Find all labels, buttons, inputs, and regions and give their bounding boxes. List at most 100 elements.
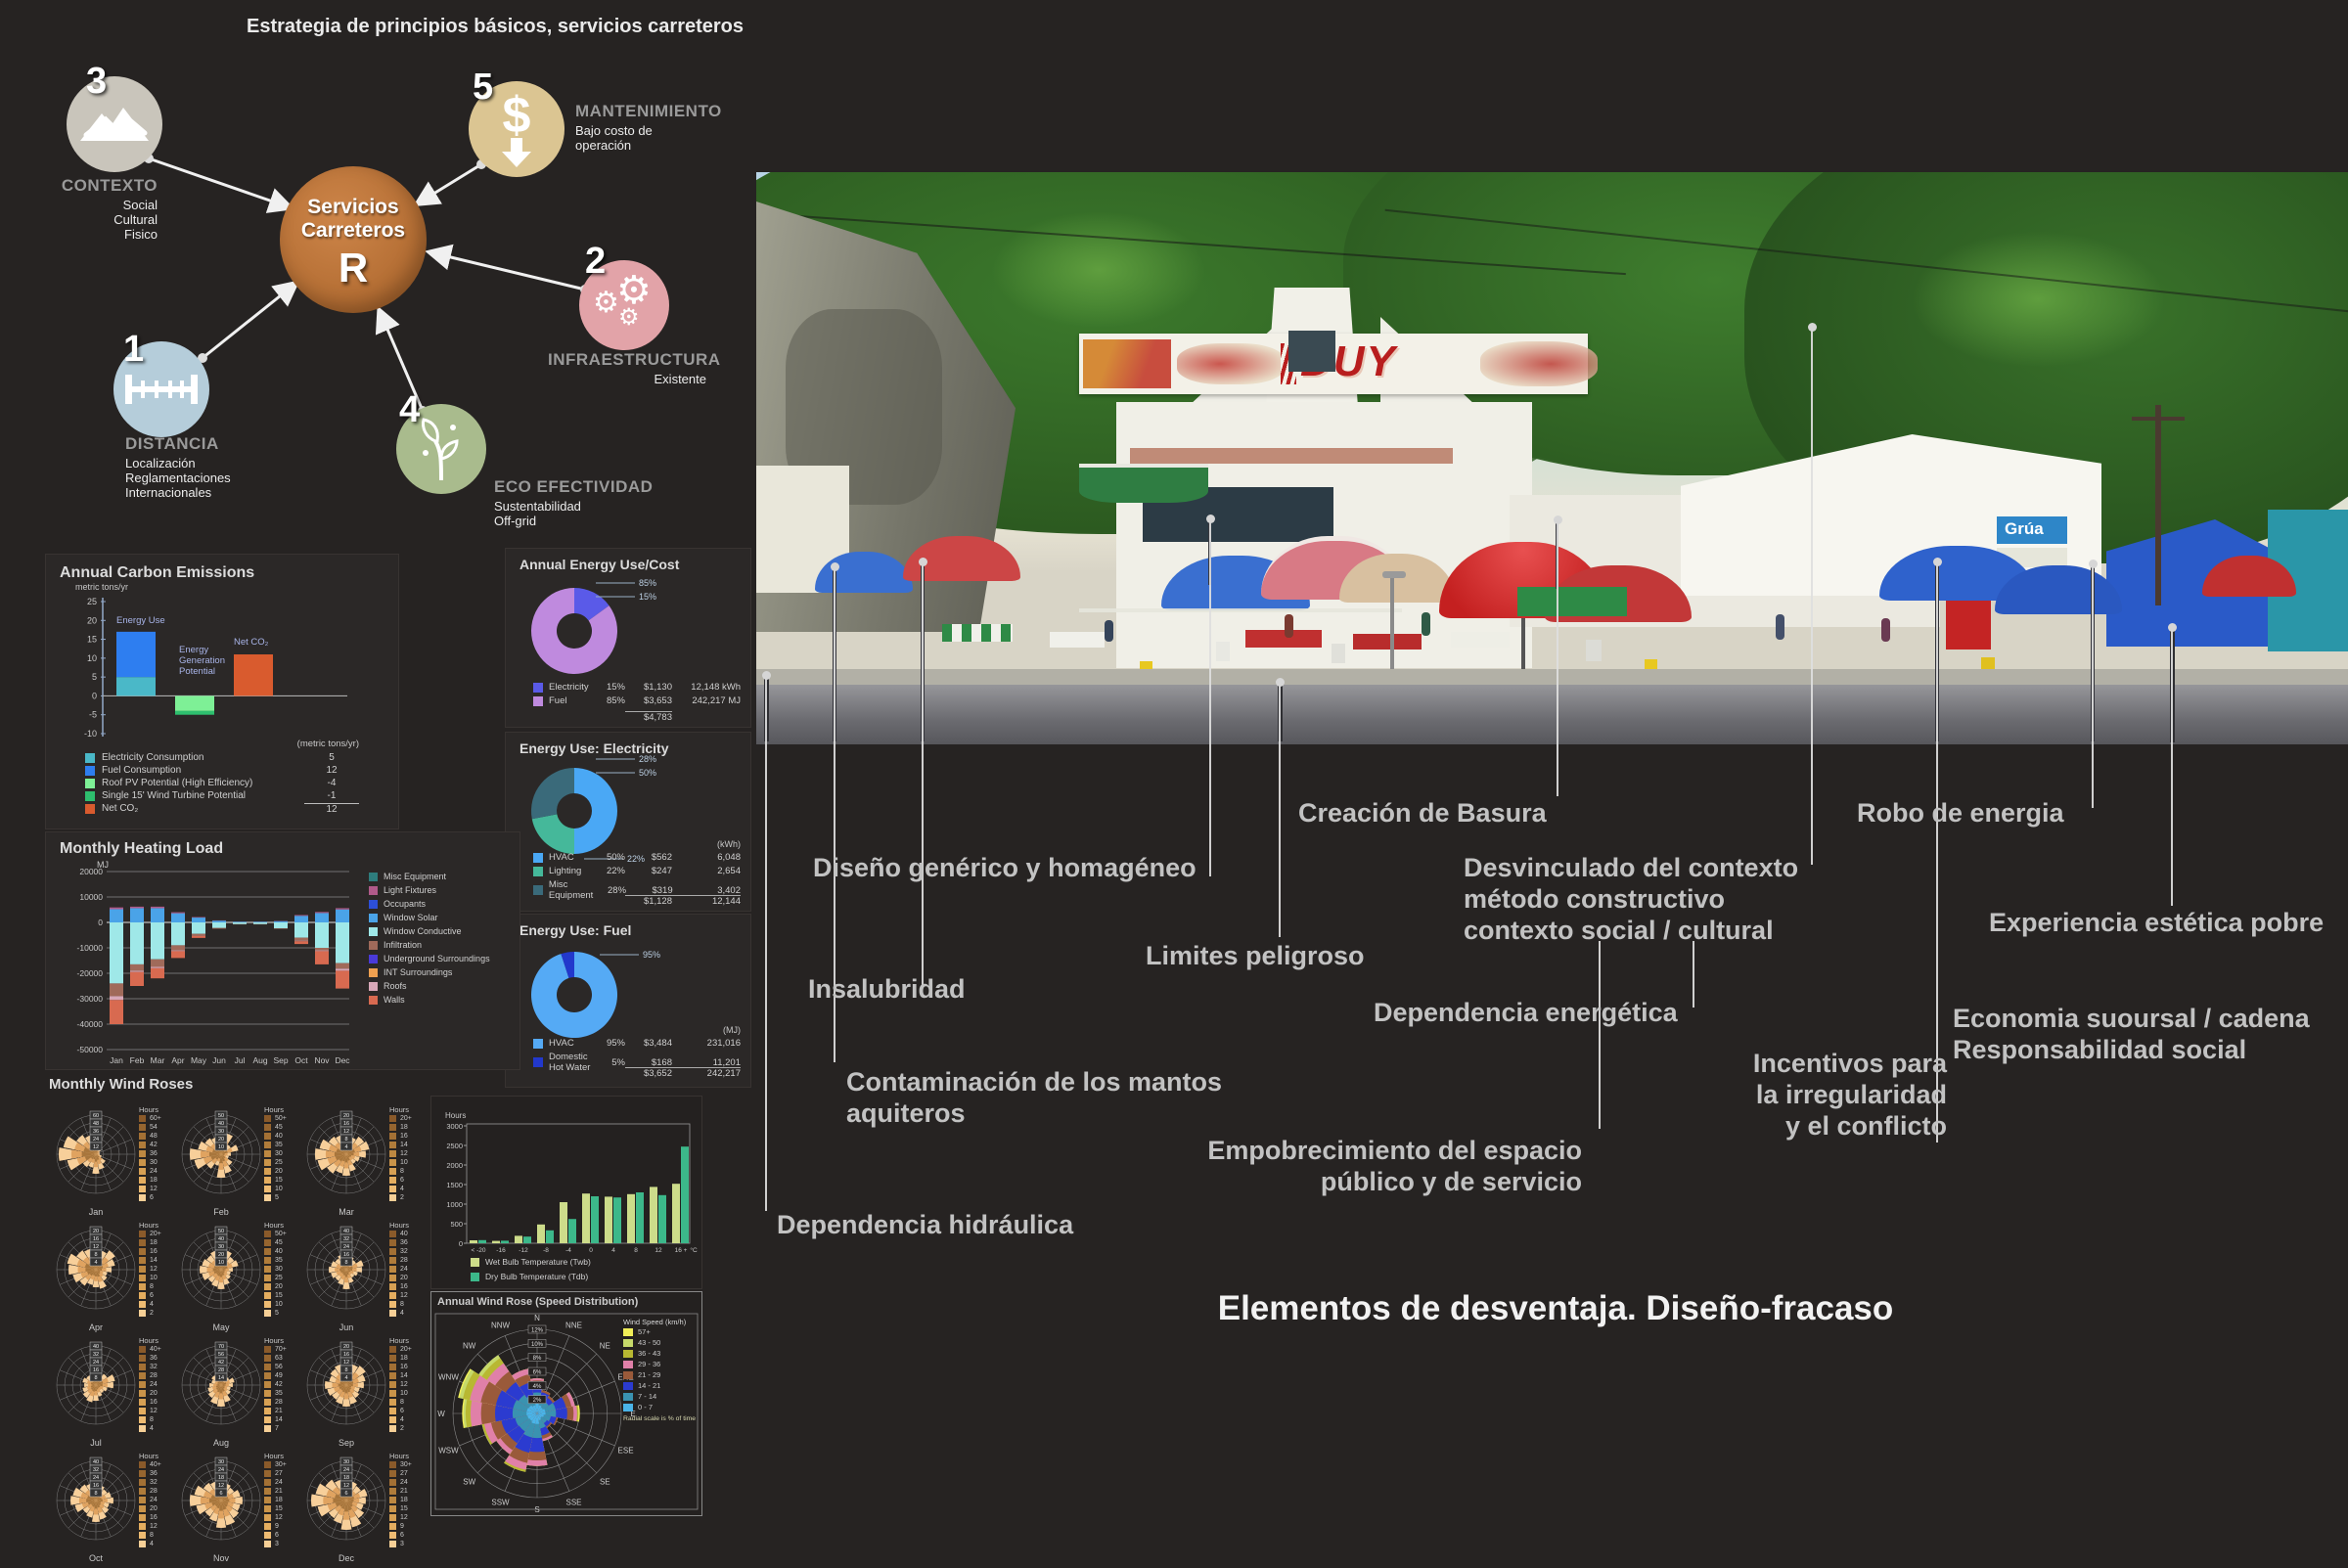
rect-shape <box>658 1195 666 1243</box>
rect-shape <box>294 941 308 942</box>
path-shape <box>424 420 438 441</box>
text-shape: Energy Use <box>116 615 165 626</box>
node-eco-label: ECO EFECTIVIDAD Sustentabilidad Off-grid <box>494 477 690 528</box>
photo-road <box>756 685 2348 744</box>
text-shape: 5 <box>92 672 97 682</box>
leader-d ot <box>1808 323 1817 332</box>
rect-shape <box>336 968 349 970</box>
rect-shape <box>253 922 267 924</box>
text-shape: -10 <box>84 729 97 739</box>
text-shape: 25 <box>87 597 97 606</box>
photo-table <box>1050 632 1105 648</box>
text-shape: Energy <box>179 645 208 655</box>
leader-line <box>2171 627 2173 906</box>
text-shape: 0 <box>459 1239 463 1248</box>
node-distancia-number: 1 <box>123 329 144 371</box>
rect-shape <box>151 907 164 909</box>
text-shape: Nov <box>314 1055 330 1065</box>
annotation-incentivos: Incentivos para la irregularidad y el co… <box>1653 1048 1947 1142</box>
rect-shape <box>672 1184 680 1243</box>
leader-dot <box>831 562 839 571</box>
rect-shape <box>582 1193 590 1243</box>
node-distancia-label: DISTANCIA Localización Reglamentaciones … <box>125 434 340 500</box>
rect-shape <box>130 922 144 964</box>
photo-sidewalk <box>756 669 2348 685</box>
text-shape: 15 <box>87 635 97 645</box>
node-contexto-number: 3 <box>86 61 107 103</box>
text-shape: SE <box>600 1477 610 1486</box>
central-node-line2: Carreteros <box>301 219 405 242</box>
rect-shape <box>110 922 123 983</box>
rect-shape <box>315 951 329 964</box>
text-shape: Dec <box>335 1055 350 1065</box>
text-shape: 15% <box>639 592 656 602</box>
photo-power-pole-arm <box>2132 417 2185 421</box>
rect-shape <box>627 1194 635 1243</box>
rect-shape <box>110 1000 123 1024</box>
text-shape: < -20 <box>472 1247 486 1253</box>
leader-line <box>1279 682 1281 937</box>
text-shape: 12% <box>531 1328 544 1334</box>
rect-shape <box>212 928 226 929</box>
photo-banner-graphic <box>1480 341 1598 386</box>
text-shape: Sep <box>273 1055 288 1065</box>
path-shape <box>531 768 574 819</box>
photo-chair <box>1332 644 1345 663</box>
rect-shape <box>234 654 273 695</box>
rect-shape <box>212 922 226 928</box>
path-shape <box>502 152 531 167</box>
annotation-robo: Robo de energia <box>1857 797 2064 829</box>
text-shape: Potential <box>179 666 215 677</box>
rect-shape <box>315 951 329 952</box>
text-shape: 50% <box>639 768 656 778</box>
rect-shape <box>212 920 226 922</box>
annotation-creacion: Creación de Basura <box>1298 797 1547 829</box>
node-infraestructura-label: INFRAESTRUCTURA Existente <box>548 350 706 386</box>
central-node-line1: Servicios <box>307 196 398 218</box>
annual-rose-title: Annual Wind Rose (Speed Distribution) <box>437 1296 638 1308</box>
text-shape: 2% <box>533 1398 542 1404</box>
leader-dot <box>762 671 771 680</box>
annotation-contaminacion: Contaminación de los mantos aquiteros <box>846 1066 1222 1129</box>
rect-shape <box>175 695 214 710</box>
annotation-insalubridad: Insalubridad <box>808 973 966 1005</box>
text-shape: NW <box>463 1342 476 1351</box>
rect-shape <box>171 951 185 952</box>
photo-grua-sign: Grúa <box>1997 516 2067 544</box>
rect-shape <box>294 916 308 922</box>
text-shape: Feb <box>130 1055 145 1065</box>
photo-person <box>1881 618 1890 642</box>
photo-table <box>1451 632 1510 648</box>
path-shape <box>435 441 441 480</box>
rect-shape <box>151 967 164 968</box>
text-shape: Jan <box>110 1055 123 1065</box>
text-shape: 10% <box>531 1342 544 1348</box>
text-shape: -8 <box>543 1247 549 1253</box>
text-shape: -40000 <box>77 1019 104 1029</box>
rect-shape <box>478 1240 486 1243</box>
text-shape: S <box>534 1505 539 1513</box>
leader-dot <box>1933 558 1942 566</box>
text-shape: 95% <box>643 950 660 960</box>
rect-shape <box>636 1192 644 1243</box>
text-shape: 85% <box>639 578 656 588</box>
text-shape: 4% <box>533 1384 542 1390</box>
leader-dot <box>2089 560 2098 568</box>
rect-shape <box>130 907 144 909</box>
rect-shape <box>116 677 156 695</box>
text-shape: 1000 <box>446 1200 463 1209</box>
rect-shape <box>110 908 123 910</box>
text-shape: 8 <box>634 1247 638 1253</box>
photo-table-green <box>942 624 1013 642</box>
